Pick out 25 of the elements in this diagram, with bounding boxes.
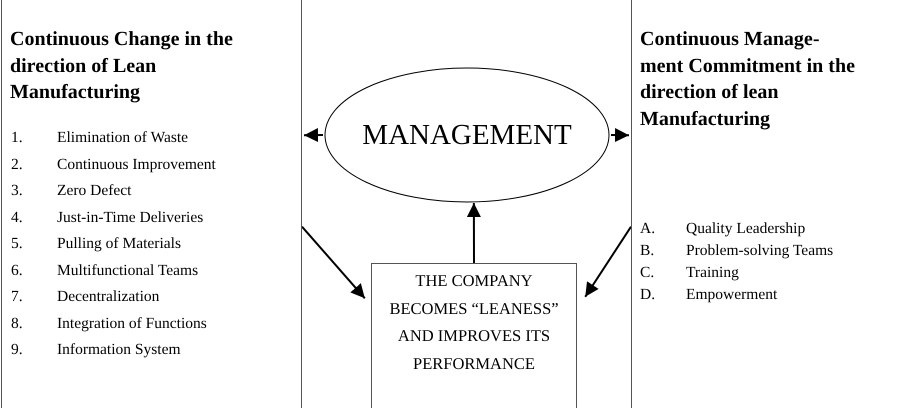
list-item: D. Empowerment <box>640 286 778 304</box>
node-label: MANAGEMENT <box>361 118 573 152</box>
list-item: 9. Information System <box>11 341 181 359</box>
arrow <box>301 226 366 299</box>
list-item: B. Problem-solving Teams <box>640 242 834 260</box>
list-item: 8. Integration of Functions <box>11 314 207 332</box>
arrow <box>304 128 324 142</box>
arrow <box>466 203 481 263</box>
list-item: 2. Continuous Improvement <box>11 156 216 174</box>
panel-heading: Continuous Manage-ment Commitment in the direction of lean Manufacturing <box>640 27 856 132</box>
list-item: C. Training <box>640 264 739 282</box>
arrow <box>584 226 632 298</box>
arrow <box>610 128 630 142</box>
list-item: 1. Elimination of Waste <box>11 129 188 147</box>
list-item: 7. Decentralization <box>11 288 160 306</box>
management-ellipse <box>324 67 610 203</box>
list-panel <box>1 0 302 408</box>
panel-heading: Continuous Change in the direction of Lean Manufacturing <box>10 27 234 105</box>
list-item: 3. Zero Defect <box>11 182 132 200</box>
list-item: 5. Pulling of Materials <box>11 235 181 253</box>
list-item: 4. Just-in-Time Deliveries <box>11 208 204 226</box>
list-item: A. Quality Leadership <box>640 220 806 238</box>
list-item: 6. Multifunctional Teams <box>11 262 198 280</box>
result-box <box>371 263 577 408</box>
node-label: THE COMPANY BECOMES “LEANESS” AND IMPROVES ITS PERFORMANCE <box>388 270 560 374</box>
